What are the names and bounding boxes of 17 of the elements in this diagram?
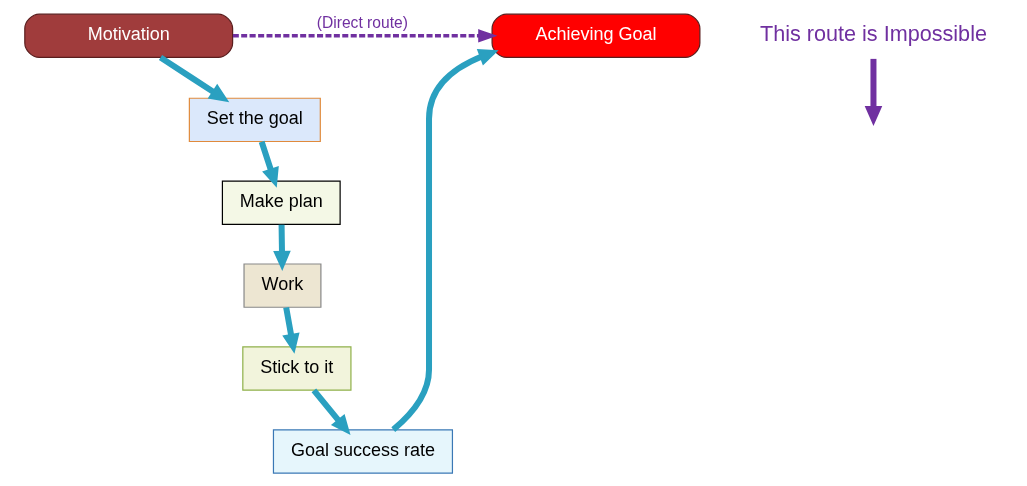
arrow (258, 140, 279, 188)
arrow (864, 58, 882, 127)
arrow (281, 307, 300, 354)
node-box: Motivation (23, 13, 233, 58)
arrow (272, 224, 291, 271)
node-box: Goal success rate (272, 429, 453, 474)
arrow (390, 49, 499, 432)
node-text: This route is Impossible (759, 21, 987, 47)
arrow (232, 29, 497, 43)
node-box: Make plan (221, 180, 341, 225)
node-box: Set the goal (188, 97, 321, 143)
arrow (311, 388, 350, 436)
arrow (158, 55, 229, 103)
edge-label: (Direct route) (316, 13, 408, 31)
node-box: Stick to it (241, 346, 352, 391)
node-box: Achieving Goal (490, 13, 700, 58)
node-box: Work (242, 263, 321, 308)
